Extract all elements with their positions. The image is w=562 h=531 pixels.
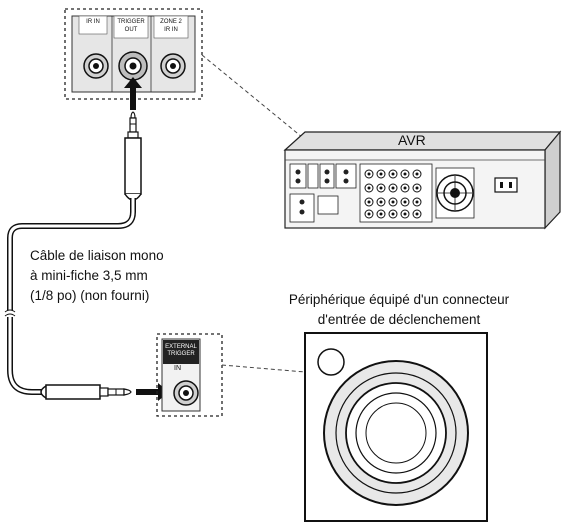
external-trigger-label: EXTERNAL TRIGGER <box>163 340 199 364</box>
external-trigger-jack <box>173 380 199 406</box>
cable-label-line2: à mini-fiche 3,5 mm <box>30 268 148 283</box>
avr-fan <box>435 167 475 219</box>
trigger-out-label-line1: TRIGGER <box>117 19 145 25</box>
device-label: Périphérique équipé d'un connecteur d'en… <box>268 290 530 330</box>
external-trigger-label-line1: EXTERNAL <box>165 344 197 350</box>
avr-rear-panel <box>283 130 562 230</box>
cable-label-line1: Câble de liaison mono <box>30 248 164 263</box>
speaker-cone <box>323 360 469 506</box>
zone2-ir-in-jack <box>160 53 186 79</box>
external-trigger-label-line2: TRIGGER <box>167 351 195 357</box>
cable-label: Câble de liaison mono à mini-fiche 3,5 m… <box>30 246 164 306</box>
trigger-device <box>304 332 488 522</box>
ir-in-jack <box>83 53 109 79</box>
device-label-line1: Périphérique équipé d'un connecteur <box>288 292 510 307</box>
zone2-label-line2: IR IN <box>164 27 178 33</box>
bottom-mini-plug <box>40 384 132 400</box>
plug-arrow-top <box>124 77 142 110</box>
trigger-out-jack <box>118 51 148 81</box>
trigger-out-label-line2: OUT <box>124 27 138 33</box>
zone2-label-line1: ZONE 2 <box>160 19 182 25</box>
device-label-line2: d'entrée de déclenchement <box>317 312 481 327</box>
avr-power-inlet <box>494 177 518 193</box>
mono-cable <box>4 198 136 395</box>
avr-label: AVR <box>398 132 426 148</box>
cable-label-line3: (1/8 po) (non fourni) <box>30 288 150 303</box>
top-mini-plug <box>124 111 142 201</box>
ir-in-label: IR IN <box>86 19 100 25</box>
external-trigger-in-label: IN <box>174 365 181 372</box>
